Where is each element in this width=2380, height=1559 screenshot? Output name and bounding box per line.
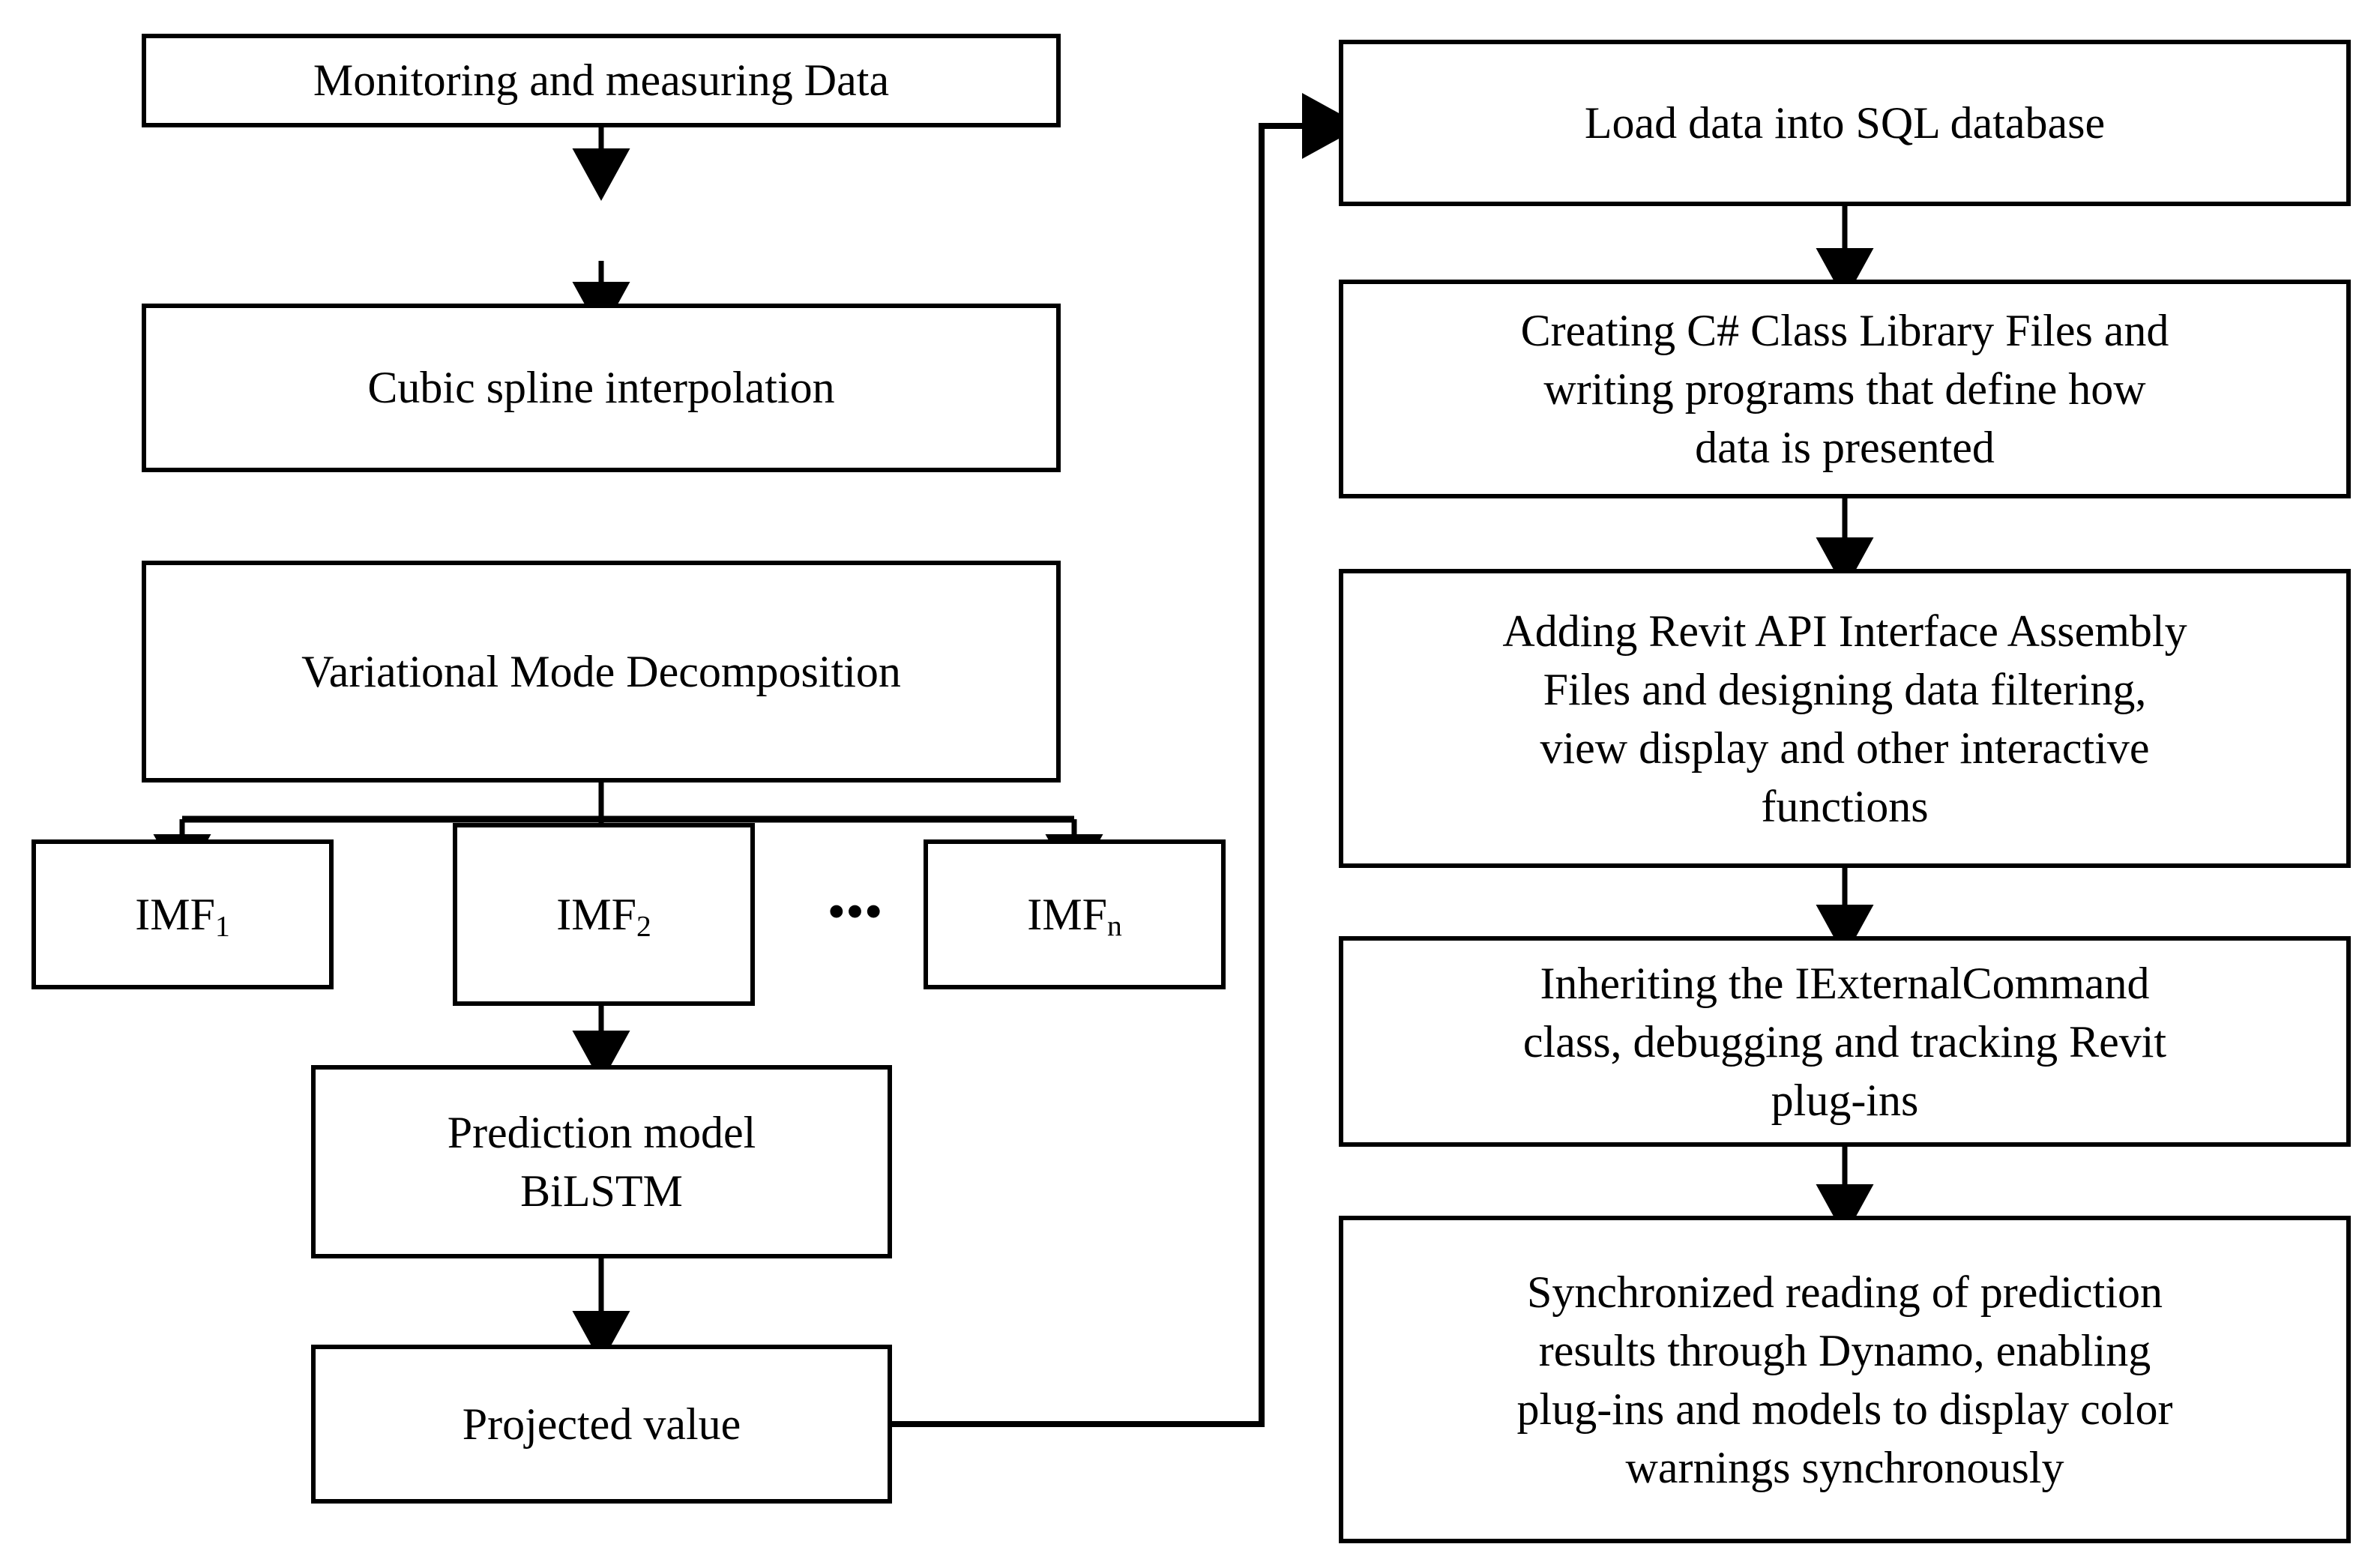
imf-ellipsis: •••: [828, 887, 885, 938]
node-prediction-model-line1: Prediction model: [447, 1108, 756, 1157]
node-imf-2[interactable]: IMF2: [453, 823, 755, 1006]
node-cubic-spline[interactable]: Cubic spline interpolation: [142, 304, 1061, 472]
node-prediction-model-line2: BiLSTM: [520, 1166, 683, 1216]
node-projected-value-label: Projected value: [462, 1399, 741, 1449]
node-imf-n-base: IMF: [1027, 889, 1107, 939]
node-imf-2-subscript: 2: [636, 909, 651, 943]
connector-projected-to-loadsql: [892, 93, 1362, 1427]
node-imf-1[interactable]: IMF1: [31, 839, 334, 989]
node-create-csharp-line-1: Creating C# Class Library Files and: [1520, 306, 2169, 355]
node-dynamo-sync-line-1: Synchronized reading of prediction: [1526, 1267, 2163, 1317]
node-create-csharp-line-3: data is presented: [1695, 423, 1995, 472]
node-revit-api-line-4: functions: [1761, 781, 1929, 831]
node-revit-api-line-3: view display and other interactive: [1540, 723, 2150, 773]
node-projected-value[interactable]: Projected value: [311, 1345, 892, 1504]
node-monitoring[interactable]: Monitoring and measuring Data: [142, 34, 1061, 127]
node-load-sql[interactable]: Load data into SQL database: [1339, 40, 2351, 206]
node-iexternalcommand-label: Inheriting the IExternalCommand class, de…: [1343, 954, 2346, 1130]
node-dynamo-sync-line-2: results through Dynamo, enabling: [1538, 1325, 2151, 1375]
node-dynamo-sync-label: Synchronized reading of prediction result…: [1343, 1263, 2346, 1497]
node-cubic-spline-label: Cubic spline interpolation: [367, 363, 835, 413]
node-create-csharp-line-2: writing programs that define how: [1543, 364, 2146, 414]
node-create-csharp[interactable]: Creating C# Class Library Files and writi…: [1339, 280, 2351, 498]
node-imf-n-label: IMFn: [928, 886, 1221, 944]
node-iexternalcommand-line-2: class, debugging and tracking Revit: [1522, 1016, 2167, 1067]
node-imf-1-base: IMF: [135, 889, 215, 939]
node-dynamo-sync[interactable]: Synchronized reading of prediction result…: [1339, 1216, 2351, 1543]
node-imf-2-label: IMF2: [457, 886, 750, 944]
node-create-csharp-label: Creating C# Class Library Files and writi…: [1343, 301, 2346, 477]
connector-vmd-branch-bus: [182, 782, 1074, 823]
node-vmd[interactable]: Variational Mode Decomposition: [142, 561, 1061, 782]
node-load-sql-line-1: Load data into SQL database: [1584, 97, 2106, 148]
node-imf-2-base: IMF: [556, 889, 636, 939]
node-iexternalcommand-line-1: Inheriting the IExternalCommand: [1540, 958, 2150, 1008]
node-imf-n[interactable]: IMFn: [924, 839, 1226, 989]
node-imf-1-subscript: 1: [214, 909, 230, 943]
node-iexternalcommand-line-3: plug-ins: [1771, 1075, 1919, 1125]
node-vmd-label: Variational Mode Decomposition: [301, 646, 901, 696]
node-iexternalcommand[interactable]: Inheriting the IExternalCommand class, de…: [1339, 936, 2351, 1147]
node-revit-api-line-2: Files and designing data filtering,: [1543, 664, 2147, 714]
node-load-sql-label: Load data into SQL database: [1343, 94, 2346, 152]
node-monitoring-label: Monitoring and measuring Data: [313, 55, 890, 106]
node-imf-n-subscript: n: [1106, 909, 1122, 943]
node-revit-api-line-1: Adding Revit API Interface Assembly: [1502, 606, 2187, 656]
node-dynamo-sync-line-3: plug-ins and models to display color: [1516, 1384, 2173, 1434]
node-imf-1-label: IMF1: [36, 886, 329, 944]
node-dynamo-sync-line-4: warnings synchronously: [1625, 1442, 2064, 1492]
